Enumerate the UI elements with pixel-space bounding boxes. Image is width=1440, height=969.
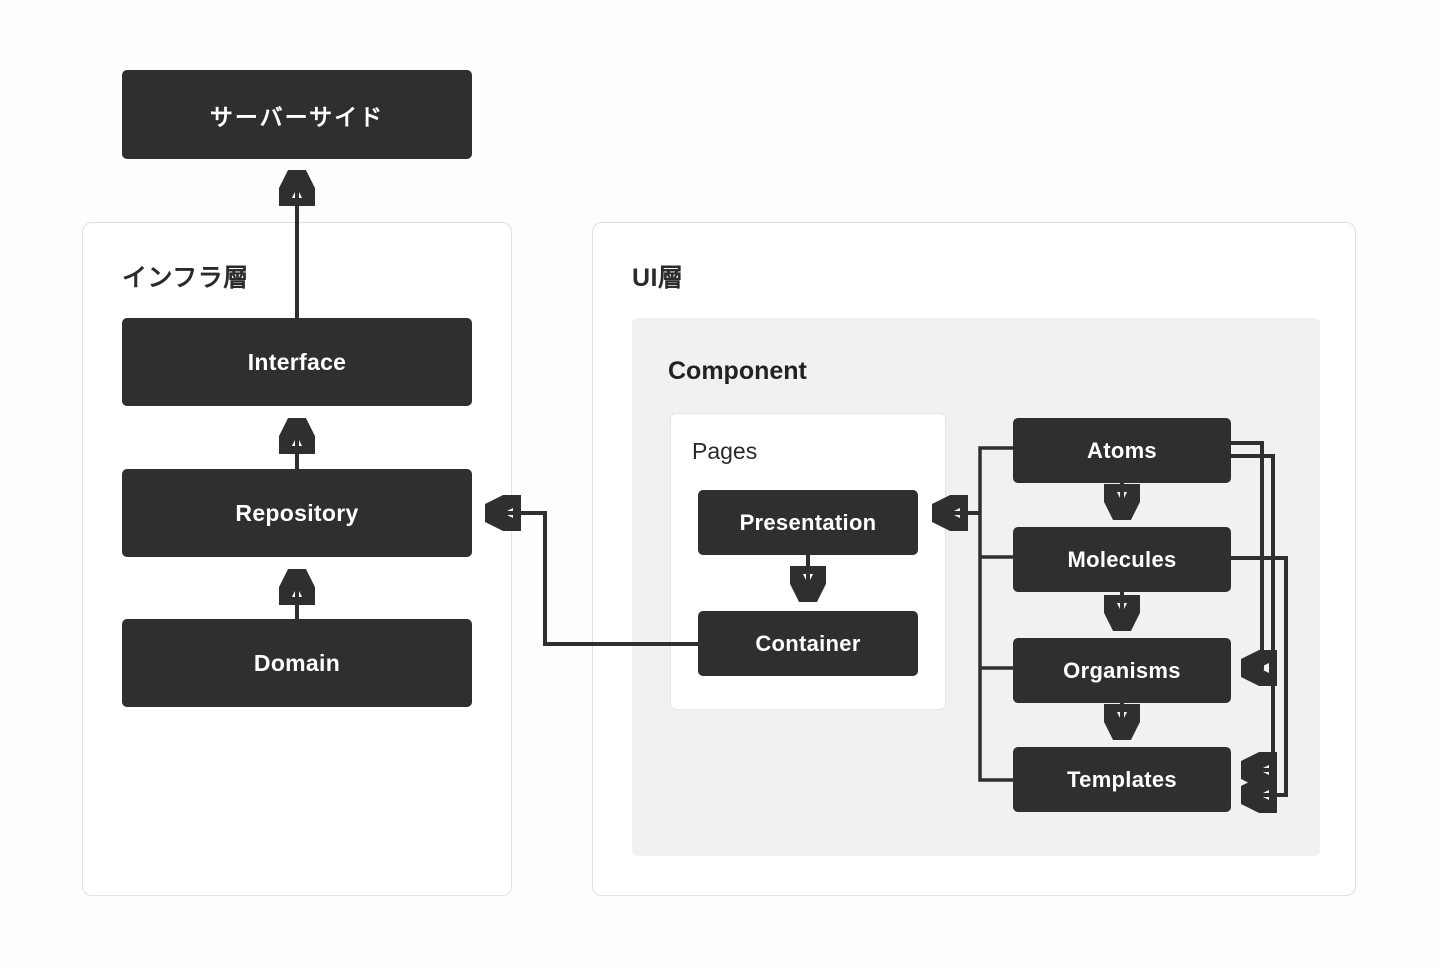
- component-title: Component: [668, 357, 807, 385]
- node-repository[interactable]: Repository: [122, 469, 472, 557]
- node-presentation[interactable]: Presentation: [698, 490, 918, 555]
- node-domain[interactable]: Domain: [122, 619, 472, 707]
- pages-title: Pages: [692, 438, 758, 464]
- node-container[interactable]: Container: [698, 611, 918, 676]
- node-server-side[interactable]: サーバーサイド: [122, 70, 472, 159]
- node-templates[interactable]: Templates: [1013, 747, 1231, 812]
- node-atoms[interactable]: Atoms: [1013, 418, 1231, 483]
- ui-layer-title: UI層: [632, 264, 684, 292]
- node-interface[interactable]: Interface: [122, 318, 472, 406]
- node-molecules[interactable]: Molecules: [1013, 527, 1231, 592]
- node-organisms[interactable]: Organisms: [1013, 638, 1231, 703]
- infra-layer-title: インフラ層: [122, 264, 249, 292]
